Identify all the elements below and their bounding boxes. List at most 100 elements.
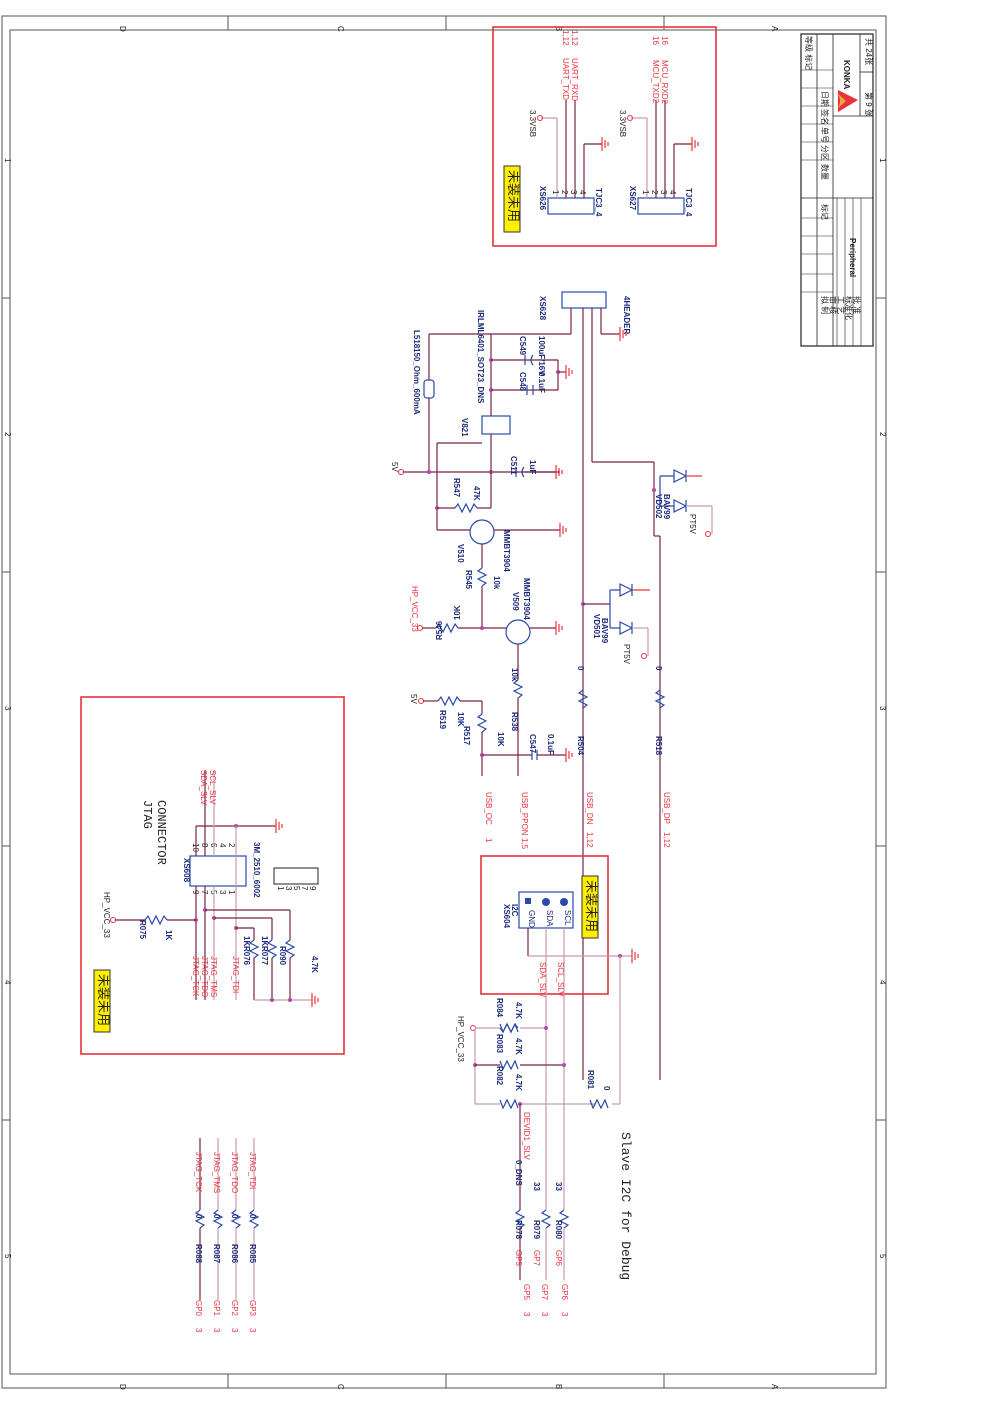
svg-text:SCL: SCL [563, 910, 572, 926]
svg-text:5: 5 [292, 886, 301, 891]
svg-text:R079: R079 [532, 1220, 541, 1240]
svg-text:R090: R090 [278, 946, 287, 966]
svg-text:0: 0 [212, 1214, 221, 1219]
zone-label-side: 5 [878, 1254, 887, 1259]
note-unmounted-i2c: 未装未用 [584, 880, 599, 932]
svg-text:3: 3 [569, 190, 578, 195]
svg-text:3: 3 [194, 1328, 203, 1333]
svg-text:HP_VCC_33: HP_VCC_33 [410, 586, 419, 632]
svg-text:3: 3 [540, 1312, 549, 1317]
svg-text:4.7K: 4.7K [514, 1074, 523, 1091]
title-role: 拟 制 [820, 296, 830, 314]
svg-text:SDA_SLV: SDA_SLV [199, 770, 208, 806]
title-role: 审 核 [828, 296, 838, 314]
svg-text:PT5V: PT5V [688, 514, 697, 535]
svg-text:10K: 10K [496, 732, 505, 747]
svg-text:1: 1 [276, 886, 285, 891]
svg-text:V510: V510 [456, 544, 465, 563]
svg-text:4.7K: 4.7K [514, 1002, 523, 1019]
svg-text:R088: R088 [194, 1244, 203, 1264]
net-uart-txd: UART_TXD [561, 58, 570, 100]
svg-text:3.3VSB: 3.3VSB [528, 110, 537, 137]
svg-text:JTAG_TDI: JTAG_TDI [231, 956, 240, 993]
svg-text:HP_VCC_33: HP_VCC_33 [456, 1016, 465, 1062]
net-usb-dn: USB_DN [585, 792, 594, 825]
jtag-title: JTAG [140, 800, 154, 829]
svg-text:5V: 5V [390, 462, 399, 472]
svg-text:R078: R078 [514, 1220, 523, 1240]
svg-text:3: 3 [560, 1312, 569, 1317]
svg-text:L518: L518 [412, 330, 421, 349]
svg-text:33: 33 [554, 1182, 563, 1191]
svg-text:4.7K: 4.7K [310, 956, 319, 973]
i2c-debug-circuit: XS604 I2C GND SDA SCL 未装未用 SDA_SLV SCL_S… [456, 875, 639, 1317]
svg-text:1,12: 1,12 [662, 832, 671, 848]
svg-text:1: 1 [641, 190, 650, 195]
svg-text:1,12: 1,12 [561, 30, 570, 46]
svg-text:0.1uF: 0.1uF [537, 372, 546, 393]
svg-text:R086: R086 [230, 1244, 239, 1264]
svg-text:C548: C548 [518, 372, 527, 392]
svg-text:4: 4 [218, 843, 227, 848]
svg-text:3: 3 [522, 1312, 531, 1317]
offpage-gp2: GP2 [230, 1300, 239, 1317]
svg-text:XS626: XS626 [538, 186, 547, 211]
connector-xs627: XS627 TJC3_4 3.3VSB MCU_TXD2 MCU_RXD2 16… [618, 36, 699, 217]
svg-text:R084: R084 [495, 998, 504, 1018]
svg-text:0: 0 [248, 1214, 257, 1219]
svg-text:MMBT3904: MMBT3904 [522, 578, 531, 620]
svg-text:GP7: GP7 [532, 1250, 541, 1267]
svg-text:JTAG_TCK: JTAG_TCK [191, 956, 200, 997]
offpage-gp1: GP1 [212, 1300, 221, 1317]
svg-text:16: 16 [660, 36, 669, 45]
jtag-series-resistors: JTAG_TCK JTAG_TMS JTAG_TDO JTAG_TDI 0 0 … [194, 1138, 260, 1333]
svg-text:1K: 1K [260, 936, 269, 946]
zone-label-side: 2 [878, 432, 887, 437]
zone-label-side: 5 [3, 1254, 12, 1259]
outer-frame [1, 15, 887, 1389]
svg-text:R080: R080 [554, 1220, 563, 1240]
svg-text:R085: R085 [248, 1244, 257, 1264]
zone-label-side: 1 [3, 158, 12, 163]
title-level-mark: 等级 标记 [804, 36, 814, 70]
svg-text:未装未用: 未装未用 [506, 170, 521, 222]
svg-text:C547: C547 [528, 734, 537, 754]
svg-text:GP5: GP5 [514, 1250, 523, 1267]
jtag-circuit: 未装未用 JTAG CONNECTOR XS608 3M_2510_6002 1… [93, 770, 319, 1033]
svg-text:R083: R083 [495, 1034, 504, 1054]
svg-text:3.3VSB: 3.3VSB [618, 110, 627, 137]
svg-text:16: 16 [651, 36, 660, 45]
svg-text:GND: GND [527, 910, 536, 928]
svg-text:3: 3 [230, 1328, 239, 1333]
i2c-box [480, 855, 609, 995]
svg-text:4: 4 [668, 190, 677, 195]
jtag-box [80, 696, 345, 1055]
title-header: 签名 [820, 109, 830, 125]
svg-text:R076: R076 [242, 946, 251, 966]
svg-text:2: 2 [560, 190, 569, 195]
net-usb-ppon: USB_PPON [520, 792, 529, 836]
offpage-gp5: GP5 [522, 1284, 531, 1301]
svg-text:0: 0 [194, 1214, 203, 1219]
svg-text:JTAG_TDI: JTAG_TDI [248, 1152, 257, 1189]
svg-text:V509: V509 [511, 592, 520, 611]
svg-text:VD501: VD501 [592, 614, 601, 639]
svg-text:3: 3 [218, 890, 227, 895]
zone-label-bottom: B [554, 1384, 563, 1389]
zone-label-side: 4 [3, 980, 12, 985]
svg-text:10K: 10K [453, 605, 462, 620]
header-xs628 [561, 291, 607, 309]
svg-text:R075: R075 [138, 920, 147, 940]
inner-frame [9, 29, 877, 1375]
svg-text:BAV99: BAV99 [662, 494, 671, 520]
sheet-total: 共 24张 [864, 38, 873, 65]
svg-text:1: 1 [484, 838, 493, 843]
zone-label-side: 3 [878, 706, 887, 711]
company-name: KONKA [842, 60, 851, 90]
svg-text:9: 9 [308, 886, 317, 891]
svg-text:2: 2 [650, 190, 659, 195]
svg-text:GP6: GP6 [554, 1250, 563, 1267]
svg-text:SDA: SDA [545, 910, 554, 927]
svg-text:XS627: XS627 [628, 186, 637, 211]
